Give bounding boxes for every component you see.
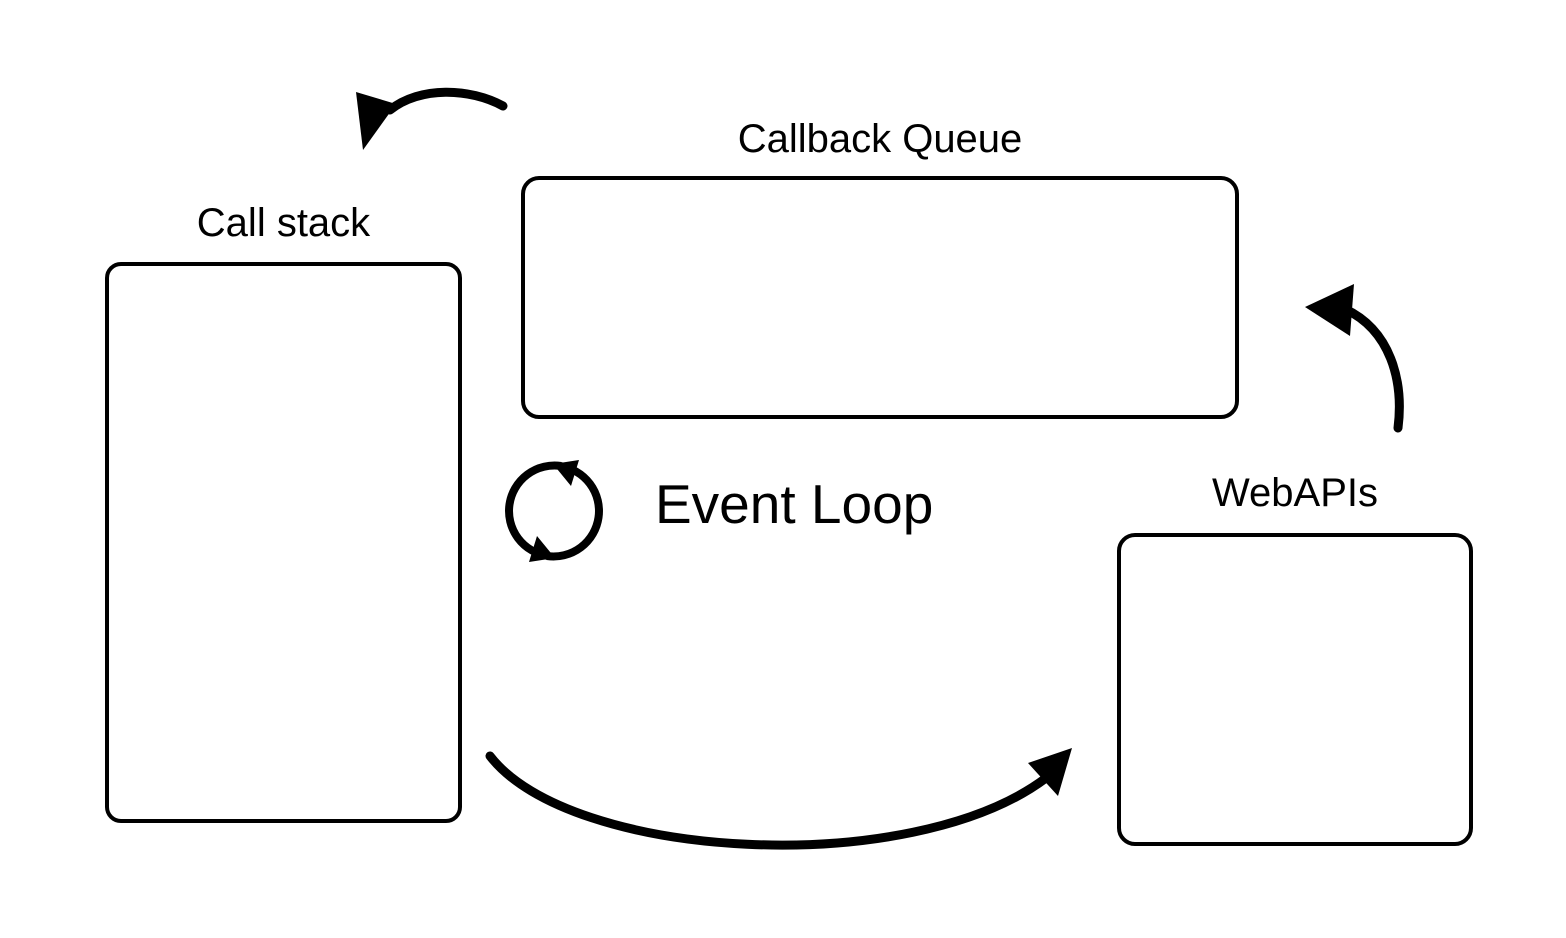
- webapis-box[interactable]: [1117, 533, 1473, 846]
- queue-to-call-stack-arrow: [356, 87, 508, 150]
- call-stack-label: Call stack: [196, 201, 371, 245]
- callback-queue-box[interactable]: [521, 176, 1239, 419]
- call-stack-box[interactable]: console.log(“First”): [105, 262, 462, 823]
- call-stack-to-webapis-arrow: [485, 748, 1072, 850]
- event-loop-circular-arrows-icon: [505, 460, 603, 562]
- callback-queue-label: Callback Queue: [737, 117, 1023, 161]
- webapis-label: WebAPIs: [1212, 471, 1378, 515]
- event-loop-label: Event Loop: [655, 473, 934, 535]
- webapis-to-queue-arrow: [1305, 284, 1404, 433]
